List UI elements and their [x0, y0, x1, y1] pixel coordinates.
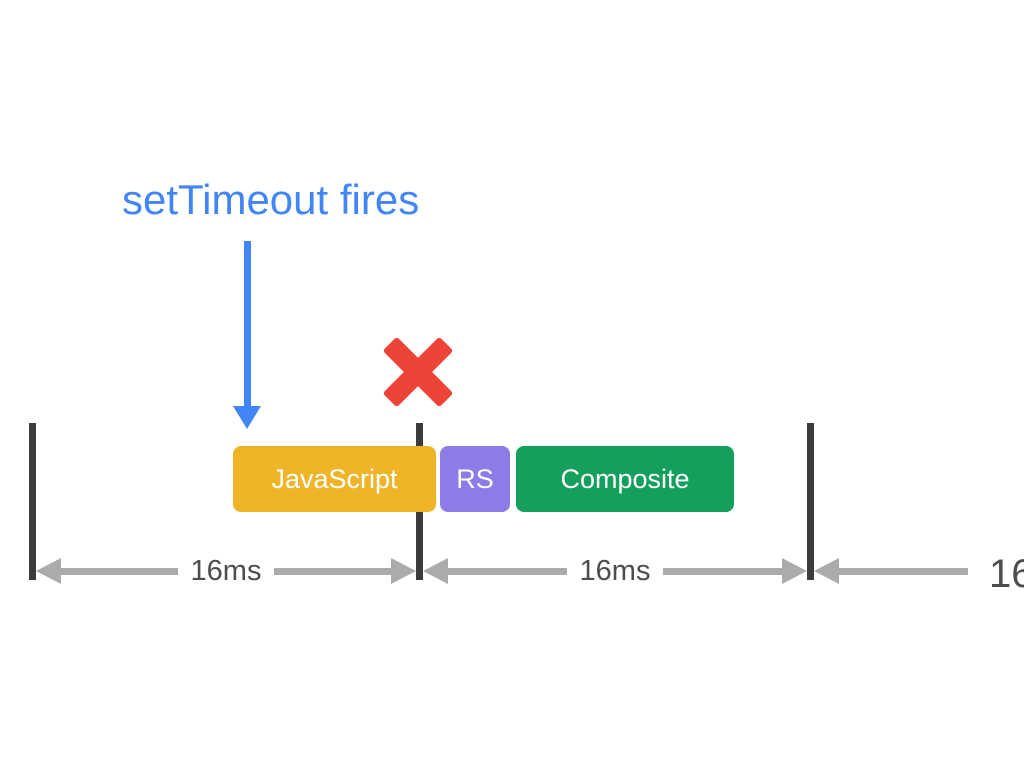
- blocked-frame-x-icon: [377, 336, 459, 408]
- measure-line: [839, 567, 968, 575]
- frame-interval-2: 16ms: [423, 554, 808, 587]
- arrow-shaft: [244, 241, 251, 408]
- arrow-head: [233, 406, 261, 429]
- task-block-rs: RS: [440, 446, 510, 512]
- task-block-composite: Composite: [516, 446, 734, 512]
- task-block-javascript: JavaScript: [233, 446, 436, 512]
- interval-label-3: 16ms: [989, 552, 1024, 596]
- measure-line: [61, 567, 178, 575]
- task-label-rs: RS: [456, 463, 494, 494]
- settimeout-fires-label: setTimeout fires: [122, 176, 420, 223]
- frame-boundary-3: [807, 423, 814, 580]
- task-label-javascript: JavaScript: [271, 463, 398, 494]
- frame-interval-3: 16ms: [814, 554, 1024, 594]
- measure-line: [274, 567, 392, 575]
- measure-line: [448, 567, 567, 575]
- measure-line: [663, 567, 783, 575]
- arrowhead-left-icon: [814, 558, 839, 584]
- task-label-composite: Composite: [560, 463, 690, 494]
- arrowhead-left-icon: [36, 558, 61, 584]
- interval-label-1: 16ms: [190, 554, 262, 587]
- arrowhead-left-icon: [423, 558, 448, 584]
- interval-label-2: 16ms: [579, 554, 651, 587]
- arrowhead-right-icon: [782, 558, 808, 584]
- settimeout-down-arrow-icon: [233, 241, 263, 429]
- arrowhead-right-icon: [391, 558, 417, 584]
- frame-interval-1: 16ms: [36, 554, 417, 587]
- frame-boundary-1: [29, 423, 36, 580]
